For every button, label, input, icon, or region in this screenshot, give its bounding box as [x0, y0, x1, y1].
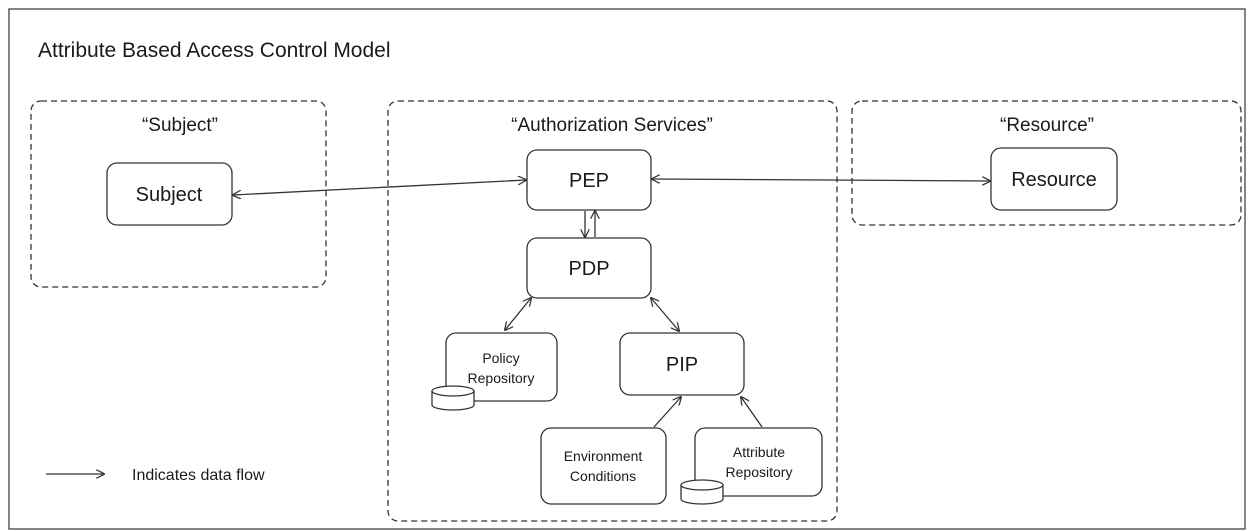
subject-group-label: “Subject”: [142, 115, 218, 136]
policy-repository-label-line2: Repository: [468, 370, 535, 386]
database-icon: [431, 385, 475, 411]
legend-label: Indicates data flow: [132, 467, 265, 484]
authorization-services-group-label: “Authorization Services”: [511, 115, 713, 136]
database-icon: [680, 479, 724, 505]
attribute-repository-label-line2: Repository: [726, 464, 793, 480]
attribute-repository-node: [694, 427, 823, 497]
subject-node-label: Subject: [136, 184, 203, 206]
pdp-node-label: PDP: [568, 258, 609, 280]
resource-node: [990, 147, 1118, 211]
pip-node-label: PIP: [666, 354, 698, 376]
resource-group: [851, 100, 1242, 226]
arrow-pep-resource: [652, 179, 990, 181]
resource-group-label: “Resource”: [1000, 115, 1094, 136]
authorization-services-group: [387, 100, 838, 522]
pip-node: [619, 332, 745, 396]
arrow-environment-to-pip: [653, 397, 681, 428]
arrow-pdp-pip: [651, 298, 679, 331]
environment-conditions-label-line1: Environment: [564, 448, 643, 464]
resource-node-label: Resource: [1011, 169, 1097, 191]
arrow-pdp-policy-repository: [505, 298, 531, 330]
environment-conditions-label-line2: Conditions: [570, 468, 636, 484]
policy-repository-node: [445, 332, 558, 402]
policy-repository-label-line1: Policy: [482, 350, 519, 366]
pdp-node: [526, 237, 652, 299]
diagram-title: Attribute Based Access Control Model: [38, 39, 391, 62]
arrow-attribute-repository-to-pip: [741, 397, 763, 428]
environment-conditions-node: [540, 427, 667, 505]
pep-node-label: PEP: [569, 170, 609, 192]
attribute-repository-label-line1: Attribute: [733, 444, 785, 460]
arrow-subject-pep: [233, 180, 526, 195]
